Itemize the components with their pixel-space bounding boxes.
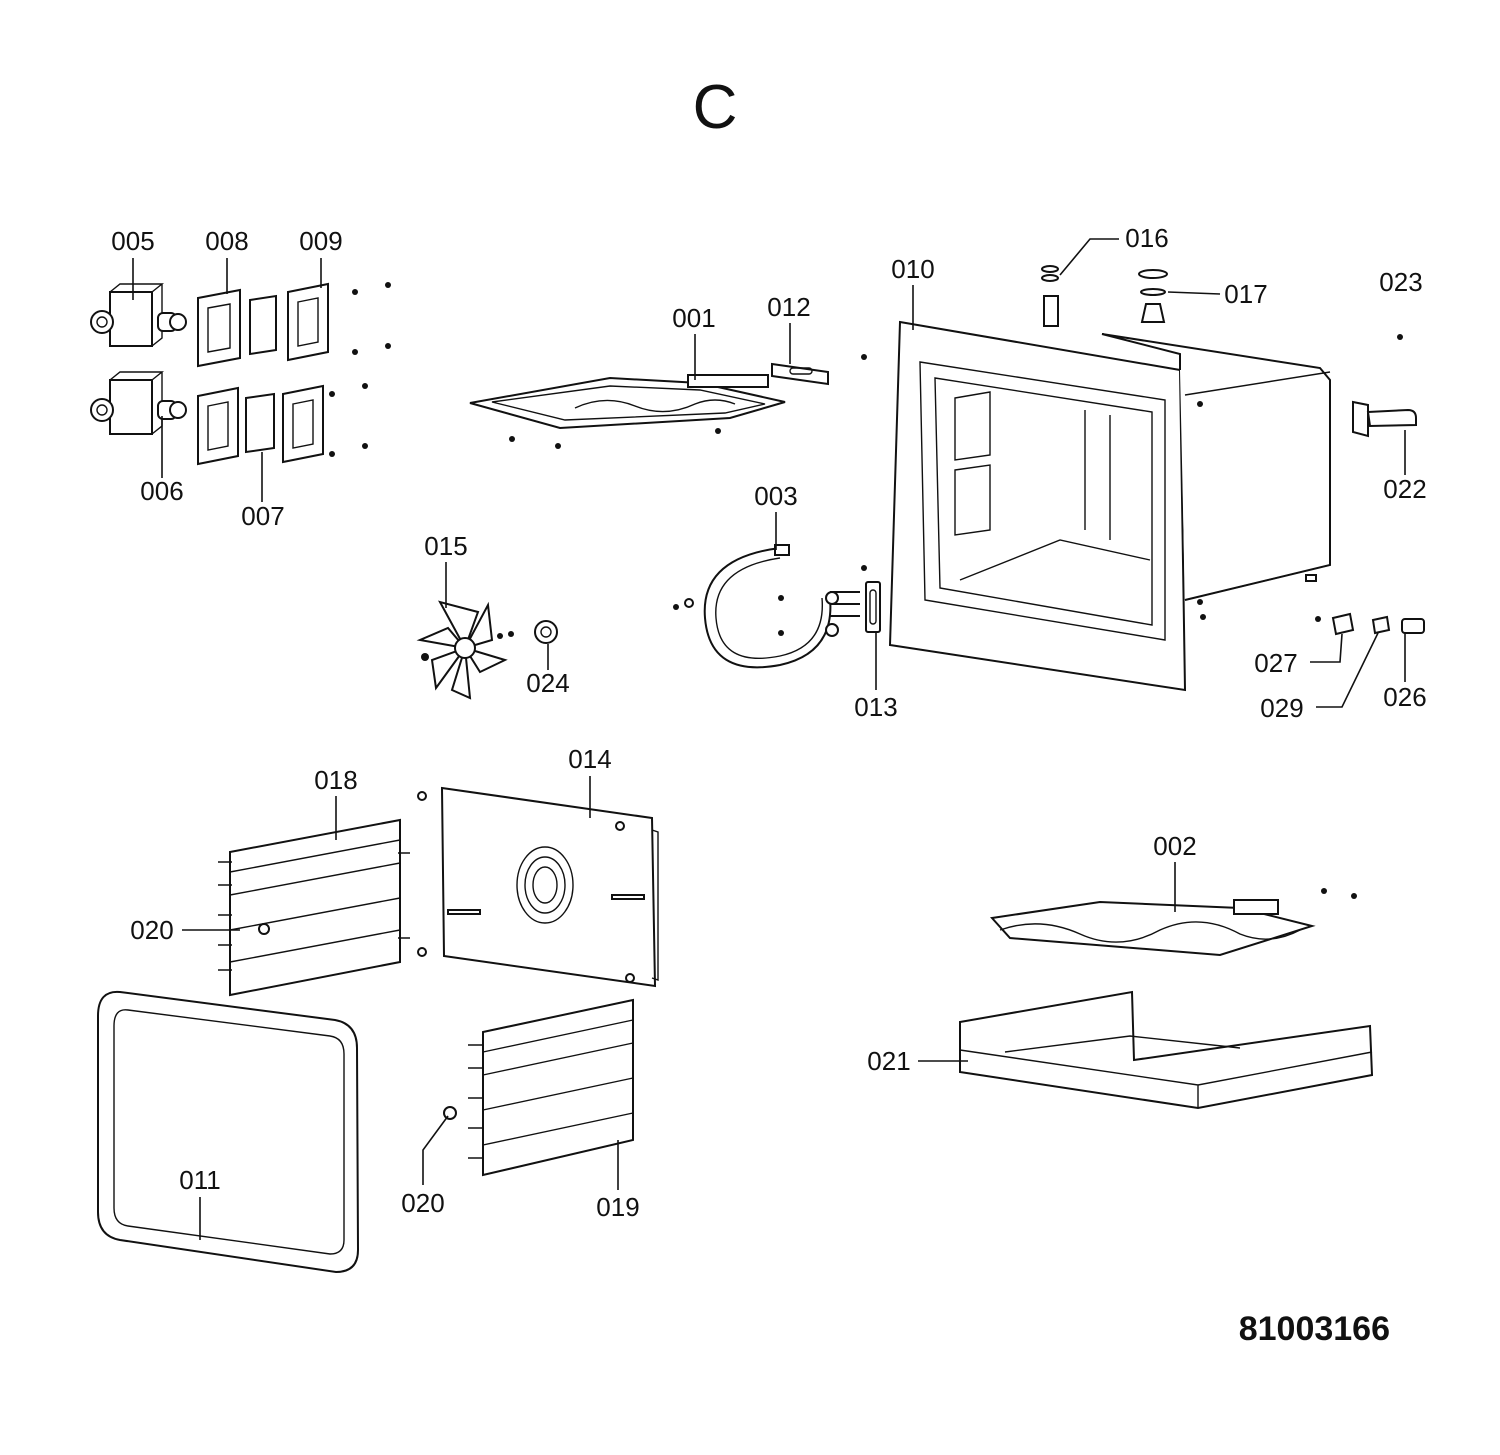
part-label-009: 009: [299, 226, 342, 256]
part-label-022: 022: [1383, 474, 1426, 504]
part-label-006: 006: [140, 476, 183, 506]
part-label-021: 021: [867, 1046, 910, 1076]
part-label-011: 011: [179, 1165, 220, 1195]
leader-lines: [132, 238, 1406, 1240]
part-label-013: 013: [854, 692, 897, 722]
gasket-013: [861, 565, 881, 633]
part-label-015: 015: [424, 531, 467, 561]
nut-024: [534, 620, 558, 644]
door-seal: [97, 990, 360, 1274]
grill-element-lower: [990, 888, 1357, 957]
switch-assembly-upper: [90, 283, 187, 347]
part-label-023: 023: [1379, 267, 1422, 297]
part-labels: 005 008 009 006 007 001 012 010 016 017 …: [111, 223, 1426, 1222]
part-label-007: 007: [241, 501, 284, 531]
side-rack-left: [218, 818, 410, 997]
cavity-fittings-016-017: [1041, 265, 1168, 327]
section-letter: C: [693, 73, 738, 142]
part-label-008: 008: [205, 226, 248, 256]
part-label-005: 005: [111, 226, 154, 256]
part-label-012: 012: [767, 292, 810, 322]
fan-blade: [416, 600, 514, 700]
part-label-002: 002: [1153, 831, 1196, 861]
part-label-014: 014: [568, 744, 611, 774]
screws-upper-left: [329, 282, 391, 457]
part-label-003: 003: [754, 481, 797, 511]
part-label-029: 029: [1260, 693, 1303, 723]
part-label-026: 026: [1383, 682, 1426, 712]
mounting-plates: [197, 282, 329, 466]
switch-assembly-lower: [90, 371, 187, 435]
part-label-019: 019: [596, 1192, 639, 1222]
bracket-012: [771, 354, 867, 386]
part-label-020-upper: 020: [130, 915, 173, 945]
side-rack-right: [443, 998, 634, 1177]
vent-pipe-022: [1352, 334, 1417, 438]
part-label-001: 001: [672, 303, 715, 333]
drawing-number: 81003166: [1239, 1310, 1390, 1348]
part-label-016: 016: [1125, 223, 1168, 253]
oven-cavity: [888, 320, 1331, 692]
circular-heater: [673, 544, 860, 669]
part-label-018: 018: [314, 765, 357, 795]
part-label-024: 024: [526, 668, 569, 698]
drip-tray: [959, 990, 1374, 1110]
rear-panel: [417, 786, 659, 988]
part-label-010: 010: [891, 254, 934, 284]
part-label-020-lower: 020: [401, 1188, 444, 1218]
part-label-027: 027: [1254, 648, 1297, 678]
grill-element-upper: [469, 374, 786, 449]
lamp-parts: [1315, 612, 1425, 636]
part-label-017: 017: [1224, 279, 1267, 309]
